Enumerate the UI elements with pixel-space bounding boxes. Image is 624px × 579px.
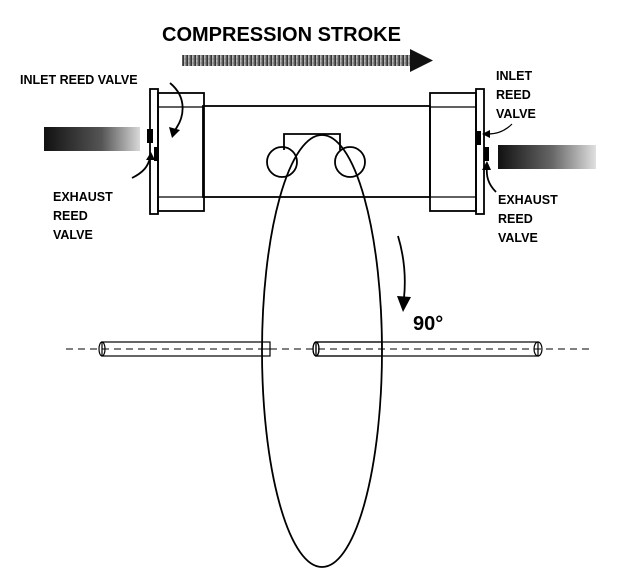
left-inlet-pointer [169,82,184,138]
ball-joint-left [266,146,298,178]
left-inlet-label: INLET REED VALVE [20,73,138,87]
right-inlet-label-line2: REED [496,88,531,102]
left-exhaust-pointer [131,152,155,179]
right-inlet-reed-valve [476,131,481,145]
crankshaft [66,341,590,357]
right-inlet-label-line3: VALVE [496,107,536,121]
right-inlet-label-line1: INLET [496,69,532,83]
right-exhaust-reed-valve [484,147,489,161]
outflow-arrow [498,145,596,169]
left-exhaust-reed-valve [154,147,159,161]
right-exhaust-pointer [482,161,497,193]
inflow-arrow [44,127,140,151]
rotation-arrow [397,235,411,312]
right-exhaust-label-line1: EXHAUST [498,193,558,207]
right-inlet-pointer [482,123,513,138]
wobble-plate [261,134,383,568]
piston-yoke [283,133,341,150]
left-inlet-reed-valve [147,129,153,143]
compression-direction-arrow [182,49,433,72]
right-exhaust-label-line2: REED [498,212,533,226]
cylinder-body [149,88,485,215]
ball-joint-right [334,146,366,178]
left-exhaust-label-line2: REED [53,209,88,223]
right-exhaust-label-line3: VALVE [498,231,538,245]
rotation-angle-label: 90° [413,313,443,335]
shaft-front [262,341,383,357]
left-exhaust-label-line3: VALVE [53,228,93,242]
diagram-title: COMPRESSION STROKE [162,24,401,46]
left-exhaust-label-line1: EXHAUST [53,190,113,204]
